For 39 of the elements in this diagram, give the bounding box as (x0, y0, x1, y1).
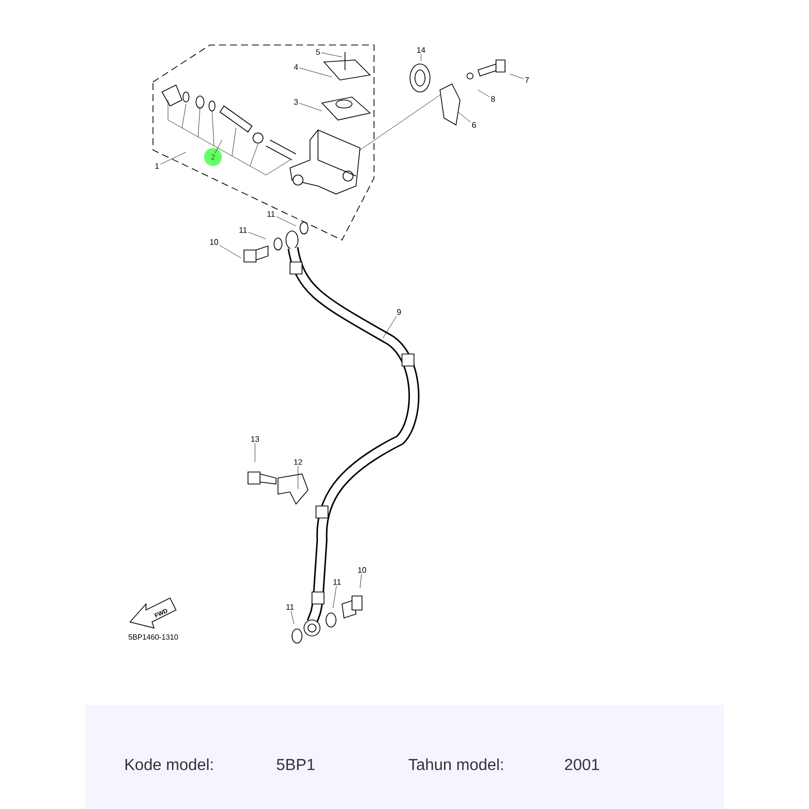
leader-line (510, 74, 524, 79)
callout-number: 2 (211, 154, 215, 160)
callout-number: 12 (294, 459, 302, 465)
leader-line (299, 68, 332, 78)
callout-number: 1 (155, 163, 159, 169)
leader-line (254, 442, 256, 462)
callout-number: 9 (397, 309, 401, 315)
leader-line (290, 610, 294, 624)
callout-number: 10 (210, 239, 218, 245)
callout-number: 10 (358, 567, 366, 573)
info-text: 2001 (565, 758, 599, 770)
callout-number: 11 (267, 211, 275, 217)
callout-number: 5 (316, 49, 320, 55)
callout-number: 8 (491, 96, 495, 102)
callout-number: 13 (251, 436, 260, 442)
callout-number: 7 (525, 77, 529, 83)
leader-line (360, 574, 362, 588)
callout-number: 4 (294, 64, 298, 70)
callout-number: 6 (472, 122, 476, 128)
leader-line (420, 54, 422, 62)
leader-line (321, 52, 342, 58)
info-text: Tahun model: (408, 758, 503, 770)
leader-line (160, 152, 186, 165)
callout-number: 11 (333, 579, 341, 585)
callout-number: 14 (417, 47, 426, 53)
leader-line (382, 316, 397, 338)
leader-line (219, 245, 242, 258)
callout-number: 11 (286, 604, 294, 610)
leader-line (248, 232, 266, 240)
leader-line (299, 103, 322, 112)
info-text: 5BP1 (276, 759, 315, 770)
leader-line (332, 586, 337, 608)
info-text: Kode model: (126, 758, 213, 770)
leader-line (214, 140, 222, 154)
leader-line (478, 90, 490, 98)
leader-line (276, 216, 296, 226)
leader-line (458, 112, 471, 122)
callout-number: 3 (294, 99, 298, 105)
callout-number: 11 (239, 227, 247, 233)
